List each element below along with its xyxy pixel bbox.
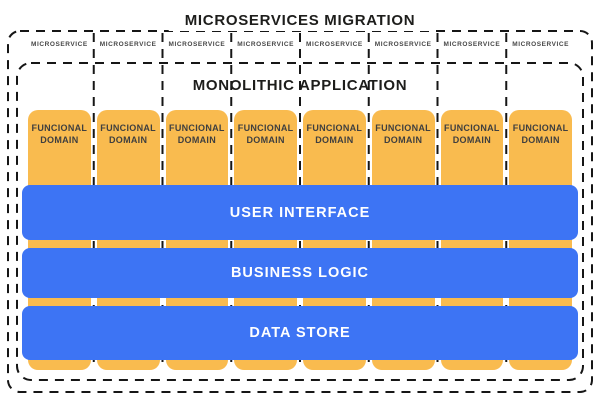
layer-bar-business-logic: BUSINESS LOGIC — [22, 248, 578, 298]
functional-domain-label: FUNCIONAL DOMAIN — [306, 123, 363, 145]
page-title: MICROSERVICES MIGRATION — [168, 10, 432, 31]
layer-label-data-store: DATA STORE — [249, 325, 351, 341]
functional-domain-label: FUNCIONAL DOMAIN — [169, 123, 225, 145]
microservice-label: MICROSERVICE — [168, 41, 226, 48]
microservice-label: MICROSERVICE — [99, 41, 157, 48]
functional-domain-label: FUNCIONAL DOMAIN — [237, 123, 294, 145]
monolith-title: MONOLITHIC APPLICATION — [192, 77, 408, 94]
functional-domain-label: FUNCIONAL DOMAIN — [444, 123, 500, 145]
microservice-label: MICROSERVICE — [443, 41, 501, 48]
microservice-label: MICROSERVICE — [31, 41, 88, 48]
layer-label-user-interface: USER INTERFACE — [229, 204, 371, 221]
microservice-label: MICROSERVICE — [512, 41, 569, 48]
microservice-label-row: MICROSERVICE MICROSERVICE MICROSERVICE MICR… — [28, 39, 572, 51]
functional-domain-label: FUNCIONAL DOMAIN — [512, 123, 569, 145]
layer-bar-user-interface: USER INTERFACE — [22, 185, 578, 240]
microservice-label: MICROSERVICE — [374, 41, 432, 48]
functional-domain-label: FUNCIONAL DOMAIN — [375, 123, 431, 145]
functional-domain-label: FUNCIONAL DOMAIN — [100, 123, 156, 145]
layer-label-business-logic: BUSINESS LOGIC — [230, 265, 370, 281]
microservice-label: MICROSERVICE — [237, 41, 294, 48]
monolith-border — [16, 62, 584, 381]
functional-domain-label: FUNCIONAL DOMAIN — [31, 123, 88, 145]
microservice-label: MICROSERVICE — [306, 41, 363, 48]
outer-migration-border — [7, 30, 593, 393]
layer-bar-data-store: DATA STORE — [22, 306, 578, 360]
